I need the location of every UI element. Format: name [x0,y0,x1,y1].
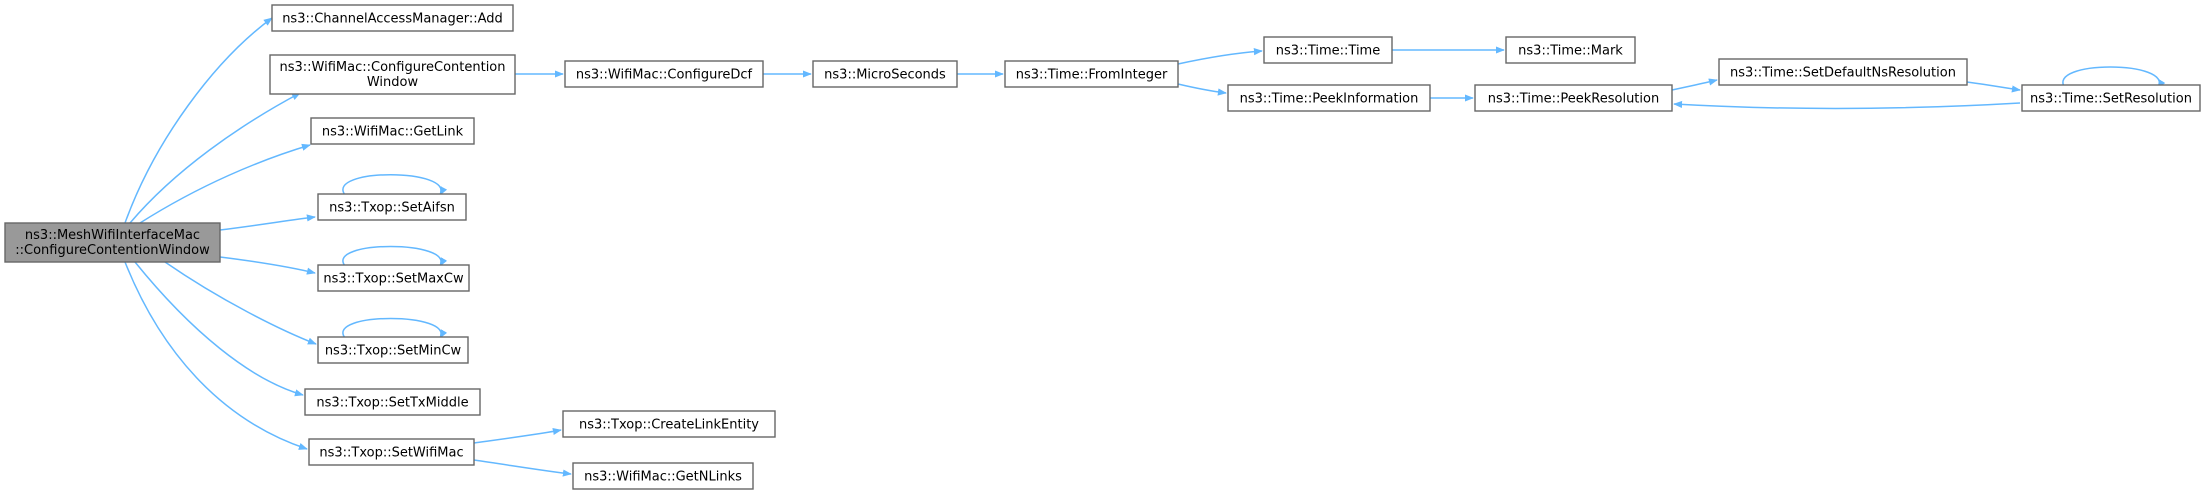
node-time-peekresolution[interactable]: ns3::Time::PeekResolution [1474,84,1673,112]
edge-root-setmaxcw [219,256,316,275]
node-txop-setmincw[interactable]: ns3::Txop::SetMinCw [317,336,469,364]
edge-setwifimac-getnlinks [473,459,572,477]
nodes: ns3::MeshWifiInterfaceMac ::ConfigureCon… [4,4,2201,490]
node-txop-settxmiddle[interactable]: ns3::Txop::SetTxMiddle [304,388,481,416]
edge-setmincw-self [342,317,448,339]
node-label: ns3::Time::PeekInformation [1240,92,1419,107]
node-wifimac-getlink[interactable]: ns3::WifiMac::GetLink [310,117,475,145]
edge-root-cam-add [124,17,273,224]
node-label-line-1: ns3::MeshWifiInterfaceMac [25,228,200,243]
node-label: ns3::WifiMac::ConfigureDcf [576,68,753,83]
node-mesh-wifi-interface-mac-configure-contention-window[interactable]: ns3::MeshWifiInterfaceMac ::ConfigureCon… [4,222,221,263]
node-label-line-2: ::ConfigureContentionWindow [15,243,210,258]
edge-root-setwifimac [124,261,308,450]
node-time-peekinformation[interactable]: ns3::Time::PeekInformation [1227,84,1431,112]
node-txop-setwifimac[interactable]: ns3::Txop::SetWifiMac [308,438,475,466]
node-txop-createlinkentity[interactable]: ns3::Txop::CreateLinkEntity [562,410,776,438]
node-label: ns3::Time::PeekResolution [1488,92,1659,107]
node-wifimac-configure-contention-window[interactable]: ns3::WifiMac::ConfigureContention Window [269,54,516,95]
node-label: ns3::Time::FromInteger [1016,68,1168,83]
node-time-setresolution[interactable]: ns3::Time::SetResolution [2021,84,2201,112]
node-label: ns3::MicroSeconds [824,68,946,83]
node-label: ns3::Time::Time [1276,44,1380,59]
node-wifimac-getnlinks[interactable]: ns3::WifiMac::GetNLinks [572,462,754,490]
edge-root-settxmiddle [134,261,304,397]
node-time-frominteger[interactable]: ns3::Time::FromInteger [1004,60,1179,88]
edge-setres-peekres [1673,100,2021,110]
node-wifimac-configuredcf[interactable]: ns3::WifiMac::ConfigureDcf [564,60,764,88]
edge-setwifimac-createlinkentity [473,427,562,444]
edge-setresolution-self [2062,66,2166,89]
edge-setmaxcw-self [342,245,448,267]
node-label-line-2: Window [367,75,419,90]
node-label: ns3::Txop::SetMaxCw [323,272,464,287]
node-time-time[interactable]: ns3::Time::Time [1263,36,1393,64]
edge-root-setmincw [164,261,317,345]
edge-frominteger-time [1177,48,1263,65]
node-time-mark[interactable]: ns3::Time::Mark [1505,36,1636,64]
node-label: ns3::ChannelAccessManager::Add [282,12,503,27]
edge-root-getlink [139,143,311,224]
edge-root-configure-contention-window [129,92,301,224]
node-label-line-1: ns3::WifiMac::ConfigureContention [279,60,505,75]
node-label: ns3::WifiMac::GetNLinks [584,470,742,485]
node-label: ns3::Time::Mark [1518,44,1623,59]
node-label: ns3::Txop::CreateLinkEntity [579,418,759,433]
node-label: ns3::Txop::SetMinCw [325,344,462,359]
node-label: ns3::Txop::SetTxMiddle [316,396,468,411]
node-microseconds[interactable]: ns3::MicroSeconds [812,60,958,88]
edge-peekres-setdef [1671,78,1718,91]
edge-root-setaifsn [219,214,316,231]
edge-setdef-setres [1966,81,2021,93]
node-label: ns3::Time::SetResolution [2030,92,2192,107]
node-txop-setaifsn[interactable]: ns3::Txop::SetAifsn [317,193,467,221]
node-txop-setmaxcw[interactable]: ns3::Txop::SetMaxCw [317,264,470,292]
node-time-setdefaultnsresolution[interactable]: ns3::Time::SetDefaultNsResolution [1718,58,1968,86]
node-channel-access-manager-add[interactable]: ns3::ChannelAccessManager::Add [271,4,514,32]
node-label: ns3::Time::SetDefaultNsResolution [1730,66,1956,81]
edge-setaifsn-self [342,174,448,196]
node-label: ns3::Txop::SetAifsn [329,201,455,216]
node-label: ns3::WifiMac::GetLink [322,125,464,140]
edge-frominteger-peekinfo [1177,83,1227,96]
node-label: ns3::Txop::SetWifiMac [319,446,463,461]
edges [124,17,2166,477]
